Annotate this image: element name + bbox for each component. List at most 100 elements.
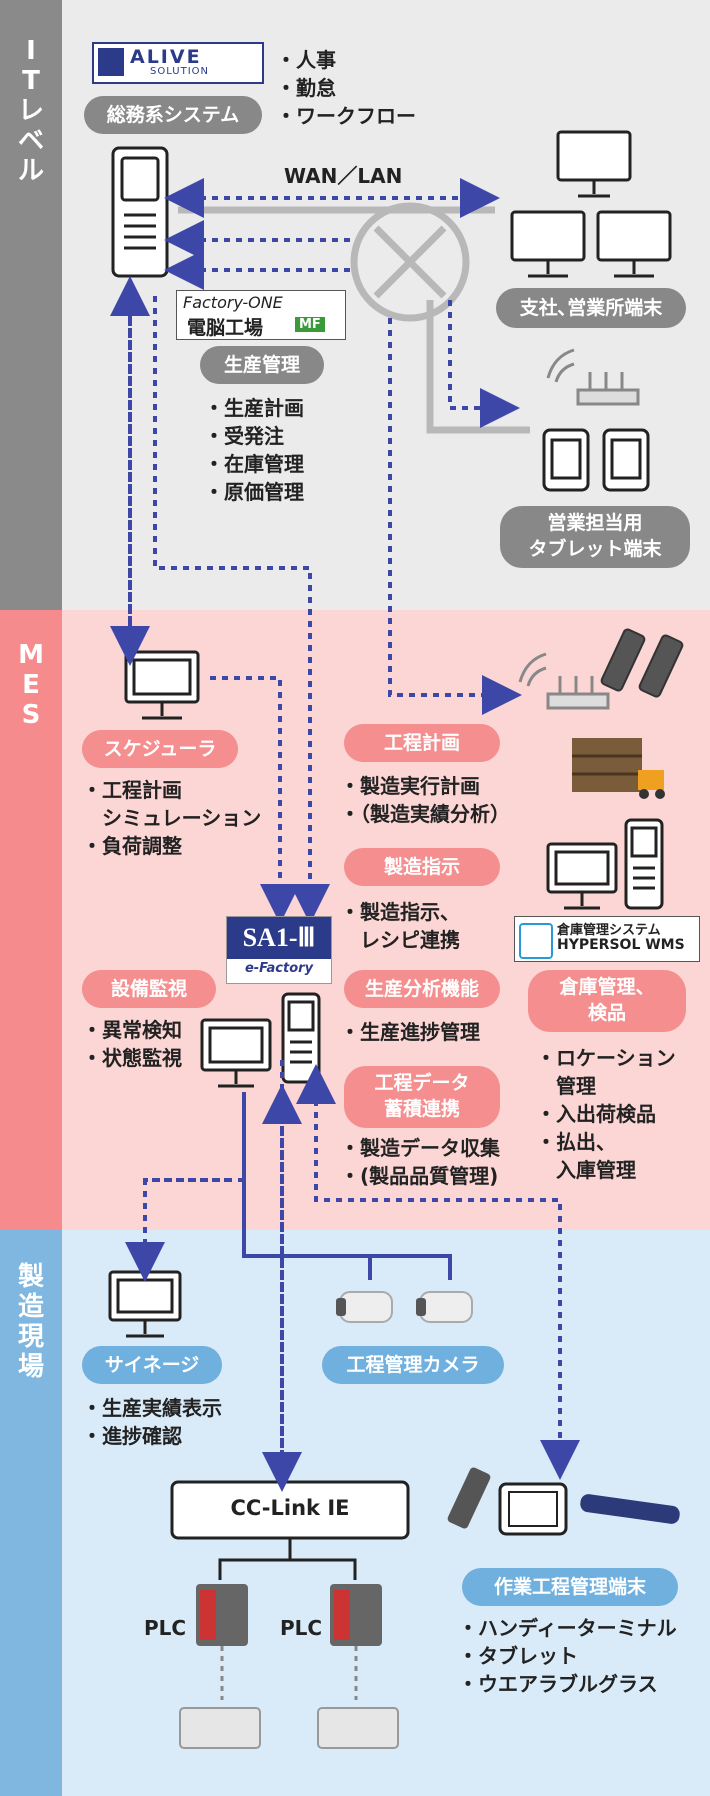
process-data-items: ・製造データ収集 ・(製品品質管理)	[340, 1134, 500, 1190]
camera-connection-lines	[242, 1092, 452, 1280]
factory-one-title: Factory-ONE	[183, 293, 283, 312]
scheduler-items: ・工程計画 シミュレーション ・負荷調整	[82, 776, 261, 860]
section-label-char: T	[22, 66, 40, 96]
mfg-instruction-pill: 製造指示	[344, 848, 500, 886]
general-system-items: ・人事 ・勤怠 ・ワークフロー	[276, 46, 416, 130]
process-camera-pill: 工程管理カメラ	[322, 1346, 504, 1384]
handheld-terminal-icons	[600, 628, 684, 698]
plc-right-label: PLC	[280, 1616, 323, 1640]
general-system-pill: 総務系システム	[84, 96, 262, 134]
production-items: ・生産計画 ・受発注 ・在庫管理 ・原価管理	[204, 394, 304, 506]
process-plan-items: ・製造実行計画 ・（製造実績分析）	[340, 772, 510, 828]
sa1-logo-subtitle: e-Factory	[244, 961, 314, 976]
list-item: 入庫管理	[536, 1158, 636, 1182]
warehouse-items: ・ロケーション 管理 ・入出荷検品 ・払出、 入庫管理	[536, 1044, 676, 1184]
factory-one-subtitle: 電脳工場	[187, 317, 264, 339]
section-label-char: 現	[17, 1322, 44, 1352]
mfg-instruction-items: ・製造指示、 レシピ連携	[340, 898, 460, 954]
mes-sidebar	[0, 610, 62, 1230]
list-item: ・払出、	[536, 1130, 616, 1154]
wms-logo-mark	[519, 923, 553, 959]
wms-logo-subtitle: HYPERSOL WMS	[557, 937, 685, 953]
work-terminal-device-icons	[447, 1467, 680, 1536]
work-terminal-items: ・ハンディーターミナル ・タブレット ・ウエアラブルグラス	[458, 1614, 677, 1698]
section-label-char: E	[22, 670, 40, 700]
data-flow-arrows	[110, 178, 580, 1492]
list-item: ・受発注	[204, 424, 284, 448]
list-item: ・製造実行計画	[340, 774, 480, 798]
plc-machine-lines	[220, 1646, 358, 1700]
section-label-char: I	[26, 36, 36, 66]
list-item: ・タブレット	[458, 1644, 578, 1668]
equipment-monitor-pc-icon	[200, 992, 321, 1088]
list-item: ・状態監視	[82, 1046, 182, 1070]
equipment-monitor-items: ・異常検知 ・状態監視	[82, 1016, 182, 1072]
router-icon	[350, 202, 470, 322]
process-data-line2: 蓄積連携	[383, 1098, 460, 1120]
list-item: ・ワークフロー	[276, 104, 416, 128]
list-item: ・(製品品質管理)	[340, 1164, 499, 1188]
section-label-char: 造	[17, 1292, 44, 1322]
list-item: ・勤怠	[276, 76, 336, 100]
list-item: ・（製造実績分析）	[340, 802, 510, 826]
list-item: ・負荷調整	[82, 834, 182, 858]
scheduler-pill: スケジューラ	[82, 730, 238, 768]
section-label-char: レ	[17, 96, 44, 126]
list-item: ・異常検知	[82, 1018, 182, 1042]
warehouse-icon	[572, 738, 665, 799]
list-item: ・原価管理	[204, 480, 304, 504]
list-item: ・入出荷検品	[536, 1102, 656, 1126]
list-item: ・生産進捗管理	[340, 1020, 480, 1044]
warehouse-line1: 倉庫管理、	[559, 976, 655, 998]
plc-left-label: PLC	[144, 1616, 187, 1640]
alive-logo-subtitle: SOLUTION	[150, 66, 210, 77]
server-tower-icon	[111, 146, 169, 278]
section-label-char: ル	[17, 156, 44, 186]
factory-one-badge: MF	[295, 317, 325, 332]
list-item: ・工程計画	[82, 778, 182, 802]
sales-tablet-icons	[542, 428, 650, 492]
plc-unit-icons	[196, 1584, 382, 1646]
wifi-access-point-icon	[546, 348, 640, 406]
wifi-handheld-icon	[518, 652, 610, 710]
list-item: ・製造データ収集	[340, 1136, 500, 1160]
list-item: ・生産計画	[204, 396, 304, 420]
prod-analysis-items: ・生産進捗管理	[340, 1018, 480, 1046]
sales-tablet-pill: 営業担当用 タブレット端末	[500, 506, 690, 568]
signage-monitor-icon	[108, 1270, 182, 1338]
list-item: ・製造指示、	[340, 900, 460, 924]
machine-icons	[179, 1707, 399, 1749]
hypersol-wms-logo: 倉庫管理システム HYPERSOL WMS	[514, 916, 700, 962]
list-item: ・ロケーション	[536, 1046, 676, 1070]
work-terminal-pill: 作業工程管理端末	[462, 1568, 678, 1606]
branch-pc-icons	[510, 130, 672, 278]
list-item: 管理	[536, 1074, 596, 1098]
wms-logo-title: 倉庫管理システム	[557, 923, 661, 938]
sales-tablet-line2: タブレット端末	[528, 538, 662, 560]
process-data-line1: 工程データ	[374, 1072, 470, 1094]
section-label-site: 製造現場	[0, 1262, 62, 1382]
section-label-char: ベ	[17, 126, 44, 156]
section-label-char: 製	[17, 1262, 44, 1292]
list-item: ・ウエアラブルグラス	[458, 1672, 658, 1696]
warehouse-line2: 検品	[587, 1002, 626, 1024]
branch-terminal-pill: 支社､営業所端末	[496, 288, 686, 328]
it-level-sidebar	[0, 0, 62, 610]
list-item: レシピ連携	[340, 928, 460, 952]
alive-logo-title: ALIVE	[130, 46, 202, 68]
wan-lan-lines	[178, 206, 530, 434]
list-item: ・在庫管理	[204, 452, 304, 476]
site-sidebar	[0, 1230, 62, 1796]
alive-solution-logo: ALIVE SOLUTION	[92, 42, 264, 84]
scheduler-pc-icon	[124, 650, 200, 720]
alive-logo-mark	[98, 48, 124, 76]
sa1-iii-logo: SA1-Ⅲ e-Factory	[226, 916, 332, 984]
signage-items: ・生産実績表示 ・進捗確認	[82, 1394, 222, 1450]
sa1-logo-title: SA1-Ⅲ	[227, 917, 331, 959]
warehouse-pill: 倉庫管理、 検品	[528, 970, 686, 1032]
list-item: シミュレーション	[82, 806, 262, 830]
